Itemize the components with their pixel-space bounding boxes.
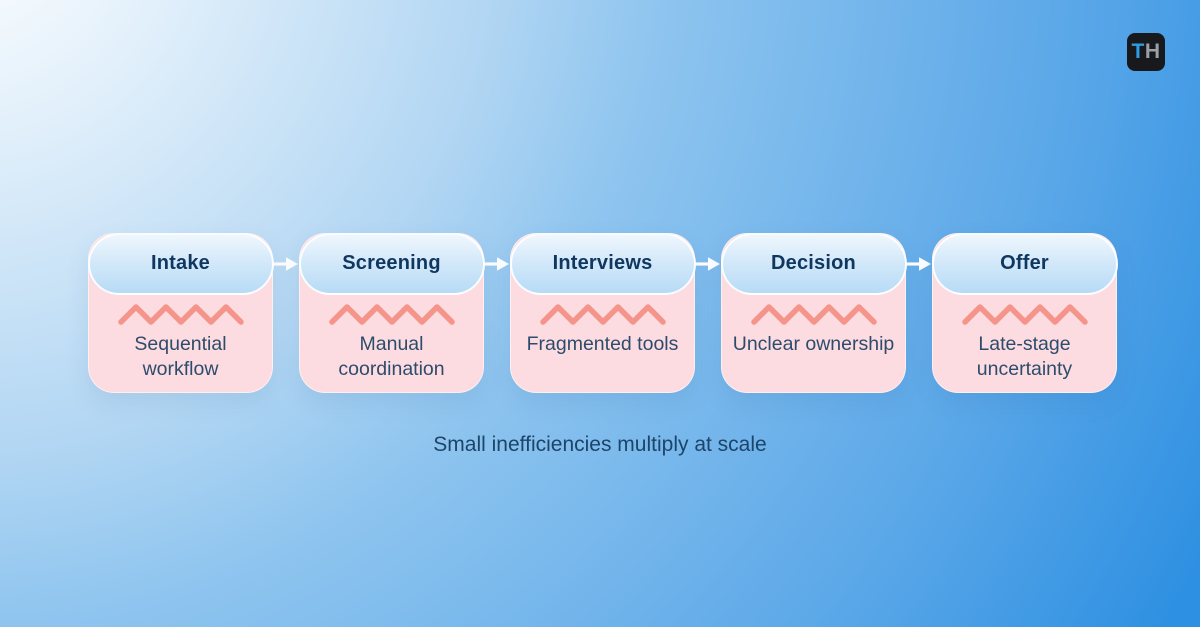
caption: Small inefficiencies multiply at scale [433, 433, 767, 456]
stage-subtitle: Fragmented tools [526, 333, 679, 355]
stage-header: Interviews [509, 232, 696, 295]
stage-body: Fragmented tools [511, 296, 694, 392]
stage-subtitle: Manual coordination [338, 333, 445, 380]
zigzag-icon [539, 304, 666, 325]
stage-header: Offer [931, 232, 1118, 295]
stage-subtitle: Sequential workflow [134, 333, 227, 380]
arrow-right-icon [906, 256, 932, 272]
zigzag-icon [750, 304, 877, 325]
stage-card: Screening Manual coordination [298, 232, 485, 393]
stage-card: Offer Late-stage uncertainty [931, 232, 1118, 393]
logo-letter-h: H [1144, 40, 1161, 63]
stage-title: Intake [150, 252, 210, 274]
stage-title: Screening [342, 252, 441, 274]
stage-card: Intake Sequential workflow [87, 232, 274, 393]
stage-header: Intake [87, 232, 274, 295]
stage-card: Interviews Fragmented tools [509, 232, 696, 393]
stage-body: Unclear ownership [722, 296, 905, 392]
zigzag-icon [117, 304, 244, 325]
stage-body: Manual coordination [300, 296, 483, 392]
pipeline: Intake Sequential workflow Screening Man… [87, 232, 1118, 393]
arrow-right-icon [484, 256, 510, 272]
stage-subtitle: Late-stage uncertainty [976, 333, 1073, 380]
arrow-right-icon [273, 256, 299, 272]
zigzag-icon [961, 304, 1088, 325]
stage-header: Screening [298, 232, 485, 295]
stage-title: Interviews [552, 252, 653, 274]
stage-subtitle: Unclear ownership [732, 333, 895, 355]
logo-letter-t: T [1131, 40, 1145, 63]
stage-body: Late-stage uncertainty [933, 296, 1116, 392]
stage-title: Offer [1000, 252, 1049, 274]
stage-title: Decision [771, 252, 856, 274]
stage-card: Decision Unclear ownership [720, 232, 907, 393]
arrow-right-icon [695, 256, 721, 272]
stage-header: Decision [720, 232, 907, 295]
zigzag-icon [328, 304, 455, 325]
stage-body: Sequential workflow [89, 296, 272, 392]
